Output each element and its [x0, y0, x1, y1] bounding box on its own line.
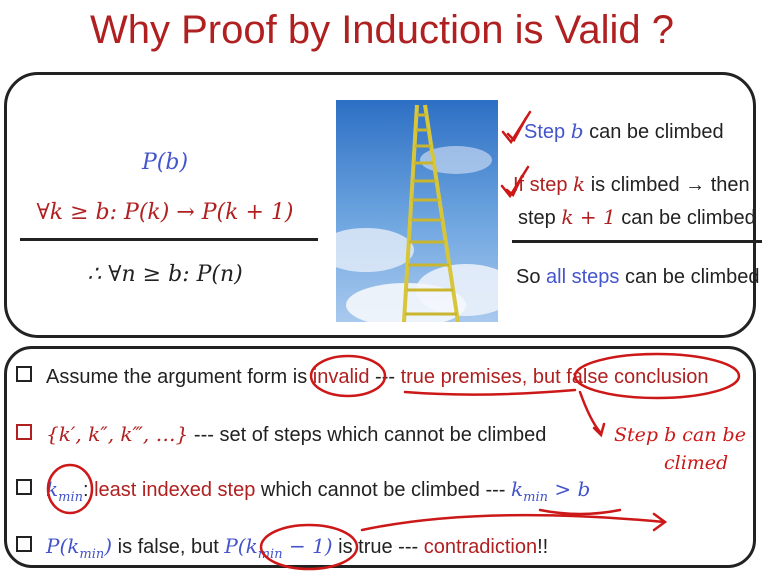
cloud [336, 228, 414, 272]
ladder-rail [423, 104, 460, 322]
bullet-2: {k′, k″, k‴, …} --- set of steps which c… [16, 422, 546, 447]
cloud [420, 146, 492, 174]
argument-conclusion: ∴ ∀n ≥ b: P(n) [87, 262, 243, 287]
explanation-box [4, 346, 756, 568]
handwritten-note-2: climed [664, 452, 729, 474]
bullet-1: Assume the argument form is invalid --- … [16, 366, 709, 389]
ladder-line-1: Step b can be climbed [524, 119, 724, 143]
ladder-line-3: step k + 1 can be climbed [518, 205, 756, 229]
ladder-line-2: If step k is climbed → then [513, 172, 750, 196]
argument-box [4, 72, 756, 338]
bullet-3: kmin: least indexed step which cannot be… [16, 477, 590, 505]
argument-rule [20, 238, 318, 241]
checkbox-icon [16, 479, 32, 495]
premise-inductive: ∀k ≥ b: P(k) → P(k + 1) [36, 200, 294, 225]
slide-title: Why Proof by Induction is Valid ? [90, 8, 674, 52]
ladder-rule [512, 240, 762, 243]
checkbox-icon [16, 366, 32, 382]
ladder-line-4: So all steps can be climbed [516, 266, 760, 288]
checkbox-icon [16, 424, 32, 440]
ladder-rail [402, 104, 419, 322]
bullet-4: P(kmin) is false, but P(kmin − 1) is tru… [16, 534, 548, 562]
handwritten-note-1: Step b can be [614, 424, 746, 446]
checkbox-icon [16, 536, 32, 552]
ladder-image [336, 100, 498, 322]
premise-base: P(b) [141, 150, 189, 175]
ladder-rungs [405, 113, 457, 316]
